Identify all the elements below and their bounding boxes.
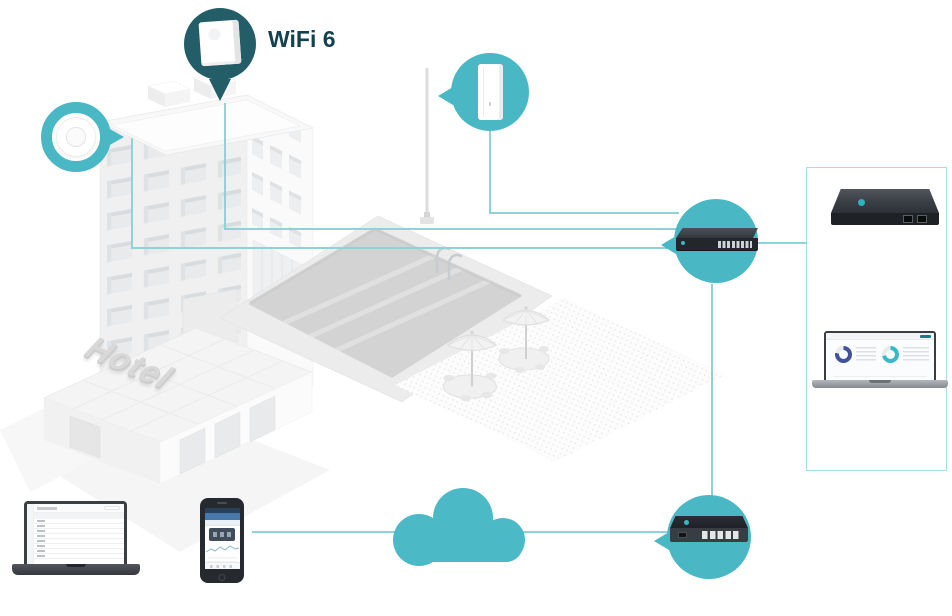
phone-tab-strip <box>204 520 240 526</box>
appliance-top-face <box>831 189 939 213</box>
link-ceiling-ap-horizontal <box>131 247 679 249</box>
phone-navbar <box>204 562 240 569</box>
router-top-face <box>670 516 748 528</box>
tp-link-logo-icon <box>681 241 685 245</box>
wall-access-point-icon <box>198 19 242 67</box>
dashboard-legend-lines <box>856 347 876 362</box>
table-search-box <box>104 506 120 510</box>
link-ceiling-ap-vertical <box>131 138 133 248</box>
phone-text-rows <box>207 557 237 564</box>
tp-link-logo-icon <box>858 199 865 206</box>
link-outdoor-ap-horizontal <box>489 212 679 214</box>
dashboard-legend-lines <box>903 347 929 362</box>
switch-front-face <box>676 238 758 250</box>
outdoor-access-point-icon <box>478 64 503 120</box>
phone-statusbar <box>204 508 240 513</box>
donut-chart-navy <box>835 346 852 363</box>
table-first-column <box>37 520 45 558</box>
controller-appliance-icon <box>831 189 939 227</box>
internet-cloud-icon <box>393 488 525 566</box>
dashboard-footer-line <box>833 376 927 377</box>
donut-chart-teal <box>882 346 899 363</box>
light-pole <box>420 68 434 224</box>
router-ports <box>702 531 740 539</box>
phone-appbar <box>204 513 240 520</box>
phone-line-chart <box>205 541 240 556</box>
patio-umbrella-back <box>498 306 550 373</box>
dashboard-laptop-screen <box>824 331 936 382</box>
router-front-face <box>670 528 748 542</box>
patio-umbrella-front <box>442 330 498 402</box>
gateway-router-icon <box>670 516 748 543</box>
switch-ports <box>718 240 752 248</box>
management-laptop-base <box>12 564 140 575</box>
swimming-pool <box>219 215 553 403</box>
link-switch-to-router <box>711 284 713 497</box>
controller-box <box>806 167 947 471</box>
table-title-bar <box>37 507 57 510</box>
link-wall-ap-horizontal <box>224 228 676 230</box>
table-rows <box>34 519 124 561</box>
switch-top-face <box>676 228 758 238</box>
link-outdoor-ap-vertical <box>489 131 491 213</box>
outdoor-ap-callout <box>438 53 529 131</box>
phone-screen <box>204 508 240 569</box>
management-phone <box>200 498 244 583</box>
table-sidebar <box>27 504 34 564</box>
dashboard-laptop-base <box>812 380 948 388</box>
table-topbar <box>34 504 124 513</box>
tp-link-logo-icon <box>684 520 689 525</box>
appliance-ports <box>903 215 927 223</box>
dashboard-action-button <box>920 334 931 338</box>
dashboard-topbar <box>826 333 934 340</box>
table-header-row <box>34 513 124 519</box>
ceiling-ap-callout <box>41 102 111 172</box>
link-switch-to-box <box>757 242 807 244</box>
appliance-port <box>903 215 913 223</box>
wifi6-label: WiFi 6 <box>268 26 336 52</box>
router-sfp-port <box>678 532 687 538</box>
management-laptop-screen <box>24 501 127 567</box>
link-wall-ap-vertical <box>224 103 226 229</box>
hotel-podium <box>43 327 313 485</box>
patio <box>395 298 725 462</box>
ceiling-access-point-icon <box>56 117 96 157</box>
appliance-port <box>917 215 927 223</box>
wall-ap-callout <box>184 8 256 80</box>
phone-chart-polyline <box>205 545 239 553</box>
appliance-front-face <box>831 213 939 225</box>
phone-stats-card <box>209 528 235 541</box>
rack-switch-icon <box>676 228 758 251</box>
